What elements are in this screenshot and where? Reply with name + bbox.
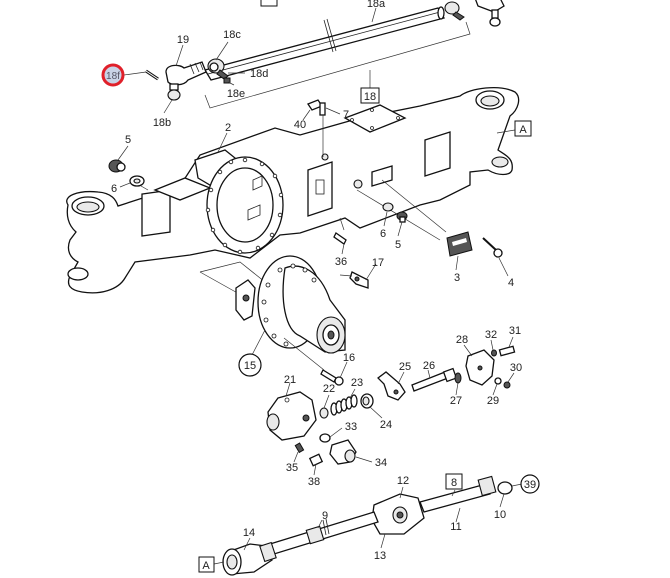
callout-32[interactable]: 32 (485, 329, 497, 341)
washer-6-left[interactable] (129, 175, 145, 187)
callout-18: 18 (364, 91, 376, 103)
callout-7[interactable]: 7 (343, 109, 349, 121)
actuator-34[interactable] (329, 439, 357, 465)
callout-10[interactable]: 10 (494, 509, 506, 521)
callout-16[interactable]: 16 (343, 352, 355, 364)
callout-36[interactable]: 36 (335, 256, 347, 268)
plug-5-left[interactable] (108, 159, 126, 173)
differential-hub-15[interactable] (199, 255, 346, 354)
callout-34[interactable]: 34 (375, 457, 387, 469)
top-reference-box (260, 0, 278, 7)
screw-4[interactable] (482, 237, 503, 258)
callout-3[interactable]: 3 (454, 272, 460, 284)
washer-27[interactable] (454, 372, 462, 384)
screw-31[interactable] (498, 345, 516, 357)
tie-rod-assembly[interactable] (145, 0, 505, 109)
ring-24[interactable] (360, 393, 374, 409)
callout-39-circle[interactable]: 39 (520, 474, 540, 494)
callout-18f-label: 18f (106, 71, 120, 82)
part-33[interactable] (319, 433, 331, 443)
callout-39: 39 (524, 479, 536, 491)
callout-18e[interactable]: 18e (227, 88, 245, 100)
callout-A-box-top[interactable]: A (514, 120, 532, 137)
callout-25[interactable]: 25 (399, 361, 411, 373)
callout-18a[interactable]: 18a (367, 0, 386, 10)
callout-18c[interactable]: 18c (223, 29, 241, 41)
callout-18f-highlighted[interactable]: 18f (101, 63, 125, 87)
callout-24[interactable]: 24 (380, 419, 392, 431)
callout-19[interactable]: 19 (177, 34, 189, 46)
lock-housing-21[interactable] (266, 391, 317, 441)
callout-35[interactable]: 35 (286, 462, 298, 474)
drive-shaft-assembly[interactable] (222, 475, 513, 576)
callout-33[interactable]: 33 (345, 421, 357, 433)
callout-18d[interactable]: 18d (250, 68, 268, 80)
callout-4[interactable]: 4 (508, 277, 514, 289)
bolt-16[interactable] (320, 369, 344, 386)
callout-26[interactable]: 26 (423, 360, 435, 372)
callout-13[interactable]: 13 (374, 550, 386, 562)
callout-5-right[interactable]: 5 (395, 239, 401, 251)
shift-shaft-26[interactable] (411, 367, 458, 392)
callout-31[interactable]: 31 (509, 325, 521, 337)
callout-29[interactable]: 29 (487, 395, 499, 407)
callout-2[interactable]: 2 (225, 122, 231, 134)
callout-23[interactable]: 23 (351, 377, 363, 389)
callout-11[interactable]: 11 (450, 521, 461, 533)
callout-27[interactable]: 27 (450, 395, 462, 407)
callout-8-box[interactable]: 8 (445, 473, 463, 490)
callout-17[interactable]: 17 (372, 257, 384, 269)
callout-18b[interactable]: 18b (153, 117, 171, 129)
callout-8: 8 (451, 477, 457, 489)
callout-14[interactable]: 14 (243, 527, 255, 539)
callout-A-bottom: A (202, 560, 210, 572)
breather-40[interactable] (307, 99, 326, 157)
callout-18-box[interactable]: 18 (360, 87, 380, 104)
dowel-pin-36[interactable] (333, 232, 347, 245)
callout-12[interactable]: 12 (397, 475, 409, 487)
washer-22[interactable] (319, 407, 329, 419)
clamp-right[interactable] (444, 1, 465, 21)
part-29[interactable] (494, 377, 502, 385)
ball-joint-right[interactable] (475, 0, 505, 27)
callout-38[interactable]: 38 (308, 476, 320, 488)
plug-5-right[interactable] (396, 211, 408, 223)
callout-28[interactable]: 28 (456, 334, 468, 346)
shift-fork-25[interactable] (377, 371, 406, 401)
callout-A-box-bottom[interactable]: A (198, 556, 215, 573)
clamp-18c[interactable] (207, 58, 229, 80)
callout-15: 15 (244, 360, 256, 372)
callout-30[interactable]: 30 (510, 362, 522, 374)
bracket-17[interactable] (349, 271, 369, 289)
spring-23[interactable] (330, 394, 358, 416)
washer-6-right[interactable] (382, 202, 394, 212)
bolt-38[interactable] (308, 453, 324, 467)
washer-32[interactable] (491, 349, 497, 357)
axle-housing[interactable] (66, 86, 520, 294)
callout-15-circle[interactable]: 15 (238, 353, 262, 377)
callout-6-right[interactable]: 6 (380, 228, 386, 240)
callout-A-top: A (519, 124, 527, 136)
ball-joint-19[interactable] (165, 61, 207, 101)
callout-40[interactable]: 40 (294, 119, 306, 131)
nut-18e[interactable] (223, 77, 231, 84)
callout-9[interactable]: 9 (322, 510, 328, 522)
callout-21[interactable]: 21 (284, 374, 296, 386)
cover-28[interactable] (465, 349, 495, 386)
tie-rod-tube[interactable] (203, 6, 446, 81)
callout-6-left[interactable]: 6 (111, 183, 117, 195)
spring-35[interactable] (294, 442, 305, 454)
name-plate-3[interactable] (446, 231, 473, 257)
callout-5-left[interactable]: 5 (125, 134, 131, 146)
nut-30[interactable] (503, 381, 511, 389)
callout-22[interactable]: 22 (323, 383, 335, 395)
